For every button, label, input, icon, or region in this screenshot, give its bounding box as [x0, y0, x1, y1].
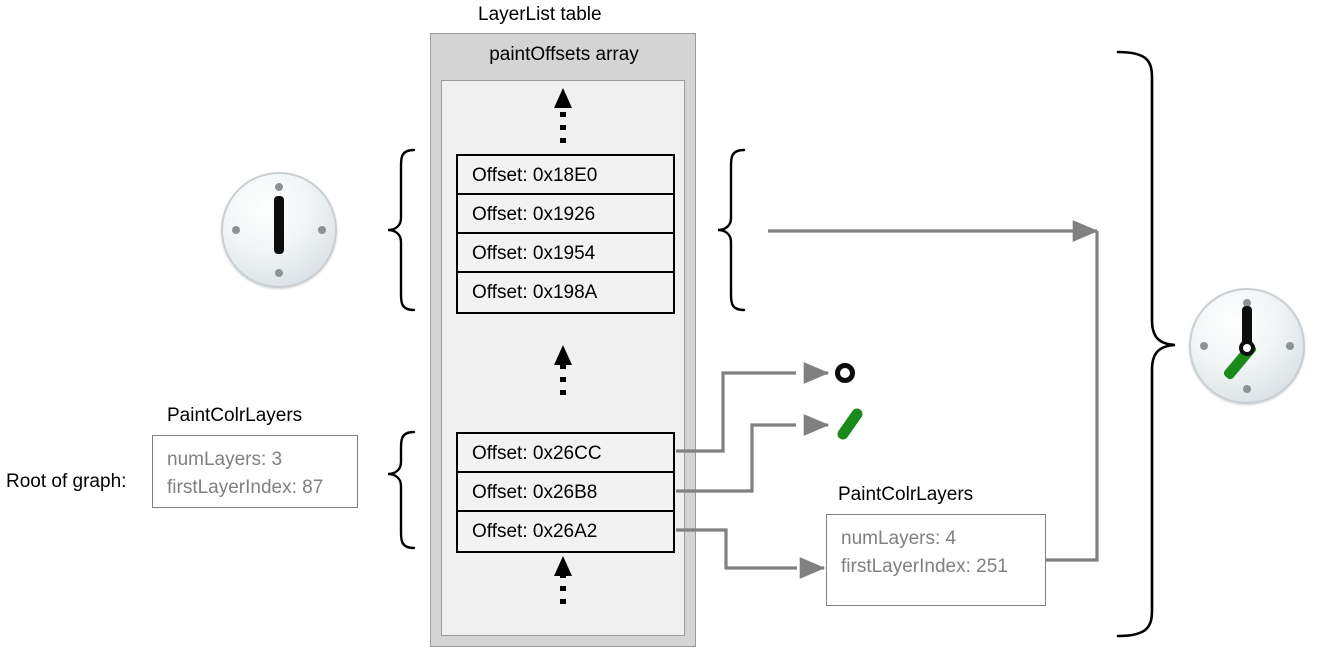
clock-face-hour-hand-icon	[221, 172, 337, 288]
offset-group-bottom: Offset: 0x26CC Offset: 0x26B8 Offset: 0x…	[456, 432, 675, 553]
offset-row[interactable]: Offset: 0x26A2	[458, 512, 673, 551]
brace-top-left	[387, 148, 416, 312]
offset-row[interactable]: Offset: 0x198A	[458, 273, 673, 312]
clock-face-composed-icon	[1189, 288, 1305, 404]
clock-pip-3-icon	[318, 226, 326, 234]
clock-pip-12-icon	[275, 183, 283, 191]
clock-minute-hand-icon	[837, 408, 863, 440]
offset-row[interactable]: Offset: 0x1926	[458, 195, 673, 234]
offset-row[interactable]: Offset: 0x18E0	[458, 156, 673, 195]
clock-center-hub-inner-icon	[1243, 344, 1251, 352]
offset-row[interactable]: Offset: 0x1954	[458, 234, 673, 273]
clock-pip-6-icon	[275, 269, 283, 277]
paintcolrlayers-left-title: PaintColrLayers	[167, 405, 303, 426]
connector-rightbox-riser	[1046, 231, 1099, 562]
brace-top-right	[717, 148, 746, 312]
first-layer-index-value: firstLayerIndex: 251	[841, 556, 1008, 577]
brace-bottom-left	[387, 430, 416, 550]
paintcolrlayers-left-box: numLayers: 3 firstLayerIndex: 87	[152, 435, 358, 508]
paintcolrlayers-right-box: numLayers: 4 firstLayerIndex: 251	[826, 514, 1046, 606]
layerlist-table-title: LayerList table	[478, 4, 602, 25]
offset-group-top: Offset: 0x18E0 Offset: 0x1926 Offset: 0x…	[456, 154, 675, 314]
clock-pip-6-icon	[1243, 385, 1251, 393]
clock-pip-9-icon	[1200, 342, 1208, 350]
brace-right-large	[1116, 50, 1176, 638]
clock-hub-ring-icon	[835, 363, 855, 383]
first-layer-index-value: firstLayerIndex: 87	[167, 477, 324, 498]
root-of-graph-label: Root of graph:	[6, 471, 127, 492]
paintcolrlayers-right-title: PaintColrLayers	[838, 484, 974, 505]
clock-hour-hand-icon	[274, 196, 284, 254]
paintoffsets-array-title: paintOffsets array	[489, 44, 639, 65]
clock-pip-9-icon	[232, 226, 240, 234]
clock-pip-12-icon	[1243, 299, 1251, 307]
clock-pip-3-icon	[1286, 342, 1294, 350]
num-layers-value: numLayers: 3	[167, 449, 283, 470]
offset-row[interactable]: Offset: 0x26CC	[458, 434, 673, 473]
clock-hour-hand-icon	[1242, 306, 1252, 350]
offset-row[interactable]: Offset: 0x26B8	[458, 473, 673, 512]
num-layers-value: numLayers: 4	[841, 528, 957, 549]
